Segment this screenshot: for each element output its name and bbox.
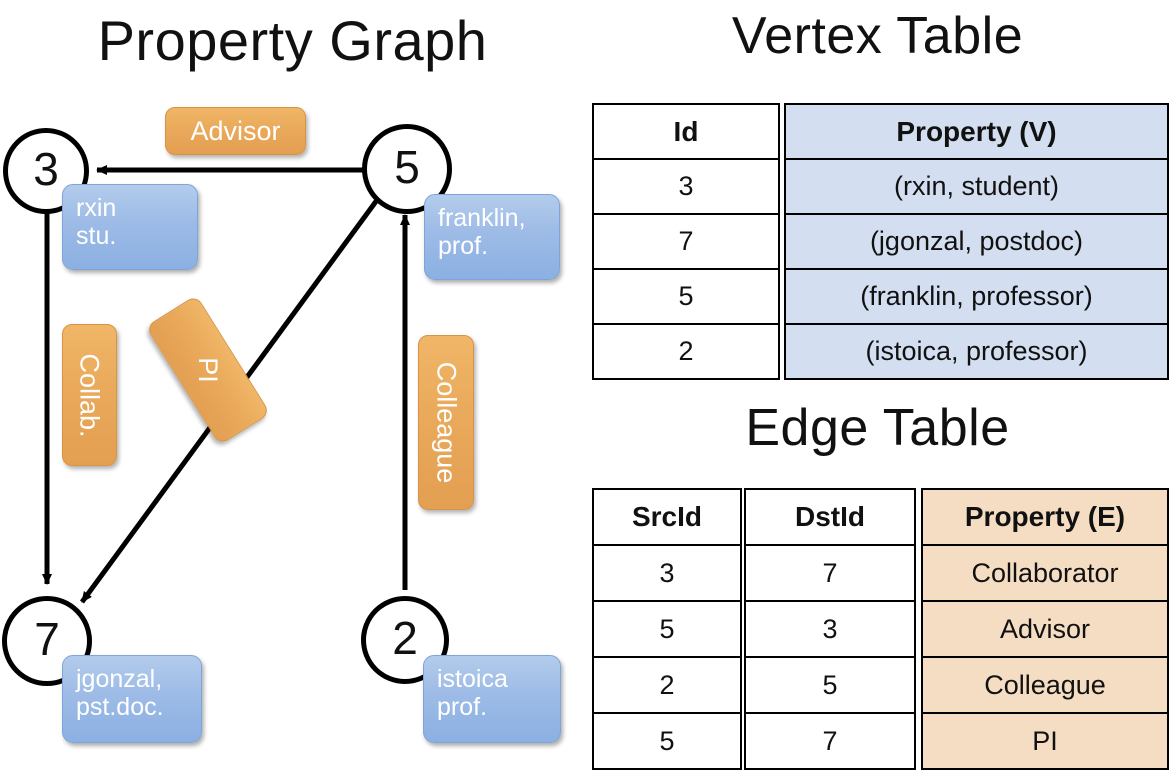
table-row: 7: [744, 544, 916, 602]
edge-table-header-property: Property (E): [921, 488, 1169, 546]
table-row: (rxin, student): [784, 158, 1169, 215]
edge-table-dstid-column: DstId 7 3 5 7: [744, 488, 916, 770]
vertex-table-cell-id: 3: [592, 158, 780, 215]
vertex-node-2-label: 2: [392, 612, 418, 664]
table-row: SrcId: [592, 488, 742, 546]
edge-table-cell-property: Advisor: [921, 600, 1169, 658]
edge-label-colleague: Colleague: [418, 335, 474, 510]
table-row: (istoica, professor): [784, 323, 1169, 380]
table-row: 2: [592, 656, 742, 714]
edge-table-cell-property: PI: [921, 712, 1169, 770]
vertex-table-cell-id: 7: [592, 213, 780, 270]
edge-table-cell-srcid: 3: [592, 544, 742, 602]
edge-label-advisor-text: Advisor: [190, 115, 281, 146]
table-row: (jgonzal, postdoc): [784, 213, 1169, 270]
edge-table-header-dstid: DstId: [744, 488, 916, 546]
vertex-table-cell-property: (istoica, professor): [784, 323, 1169, 380]
vertex-5-property-chip: franklin, prof.: [424, 194, 560, 280]
edge-table-cell-dstid: 7: [744, 712, 916, 770]
edge-label-collab: Collab.: [62, 324, 117, 466]
edge-table-cell-dstid: 5: [744, 656, 916, 714]
table-row: Property (E): [921, 488, 1169, 546]
edge-table-cell-srcid: 5: [592, 600, 742, 658]
vertex-5-property-line-1: franklin,: [438, 204, 526, 232]
property-graph-diagram: 3 5 7 2 rxin stu. franklin, prof. jgonza…: [0, 90, 585, 760]
edge-table-cell-property: Collaborator: [921, 544, 1169, 602]
edge-table-cell-property: Colleague: [921, 656, 1169, 714]
vertex-node-7-label: 7: [34, 613, 60, 665]
table-row: Advisor: [921, 600, 1169, 658]
table-row: 2: [592, 323, 780, 380]
edge-table-property-column: Property (E) Collaborator Advisor Collea…: [921, 488, 1169, 770]
edge-label-pi-text: PI: [193, 357, 224, 383]
vertex-3-property-chip: rxin stu.: [62, 184, 198, 270]
vertex-table-id-column: Id 3 7 5 2: [592, 103, 780, 380]
table-row: Property (V): [784, 103, 1169, 160]
table-row: Collaborator: [921, 544, 1169, 602]
vertex-table-cell-property: (franklin, professor): [784, 268, 1169, 325]
table-row: 5: [592, 712, 742, 770]
edge-label-collab-text: Collab.: [75, 352, 106, 438]
table-row: 5: [744, 656, 916, 714]
table-row: DstId: [744, 488, 916, 546]
vertex-7-property-line-2: pst.doc.: [76, 693, 164, 721]
table-row: 3: [592, 544, 742, 602]
vertex-node-3[interactable]: 3: [3, 128, 89, 214]
vertex-node-5-label: 5: [394, 141, 420, 193]
edge-table-srcid-column: SrcId 3 5 2 5: [592, 488, 742, 770]
edge-label-advisor: Advisor: [165, 107, 306, 155]
vertex-table-cell-id: 5: [592, 268, 780, 325]
vertex-5-property-line-2: prof.: [438, 232, 489, 260]
vertex-3-property-line-2: stu.: [76, 222, 117, 250]
vertex-table-header-id: Id: [592, 103, 780, 160]
table-row: 7: [592, 213, 780, 270]
vertex-table-cell-property: (rxin, student): [784, 158, 1169, 215]
page-title-property-graph: Property Graph: [97, 9, 488, 72]
vertex-3-property-line-1: rxin: [76, 194, 117, 222]
vertex-node-5[interactable]: 5: [362, 124, 452, 214]
vertex-2-property-chip: istoica prof.: [423, 655, 561, 743]
edge-table-cell-dstid: 7: [744, 544, 916, 602]
vertex-table-property-column: Property (V) (rxin, student) (jgonzal, p…: [784, 103, 1169, 380]
vertex-table-header-property: Property (V): [784, 103, 1169, 160]
edge-table-cell-dstid: 3: [744, 600, 916, 658]
edge-table-cell-srcid: 2: [592, 656, 742, 714]
table-row: 3: [592, 158, 780, 215]
page-title-vertex-table: Vertex Table: [731, 7, 1024, 65]
table-row: 3: [744, 600, 916, 658]
page-title-edge-table: Edge Table: [745, 399, 1010, 457]
vertex-table-cell-property: (jgonzal, postdoc): [784, 213, 1169, 270]
table-row: 5: [592, 600, 742, 658]
table-row: 5: [592, 268, 780, 325]
table-row: Id: [592, 103, 780, 160]
table-row: (franklin, professor): [784, 268, 1169, 325]
table-row: PI: [921, 712, 1169, 770]
table-row: Colleague: [921, 656, 1169, 714]
edge-table-header-srcid: SrcId: [592, 488, 742, 546]
vertex-2-property-line-1: istoica: [437, 665, 508, 693]
vertex-2-property-line-2: prof.: [437, 693, 488, 721]
edge-label-colleague-text: Colleague: [431, 361, 462, 484]
vertex-table-cell-id: 2: [592, 323, 780, 380]
vertex-node-3-label: 3: [33, 143, 59, 195]
vertex-7-property-chip: jgonzal, pst.doc.: [62, 655, 202, 743]
edge-table-cell-srcid: 5: [592, 712, 742, 770]
vertex-7-property-line-1: jgonzal,: [76, 665, 163, 693]
table-row: 7: [744, 712, 916, 770]
